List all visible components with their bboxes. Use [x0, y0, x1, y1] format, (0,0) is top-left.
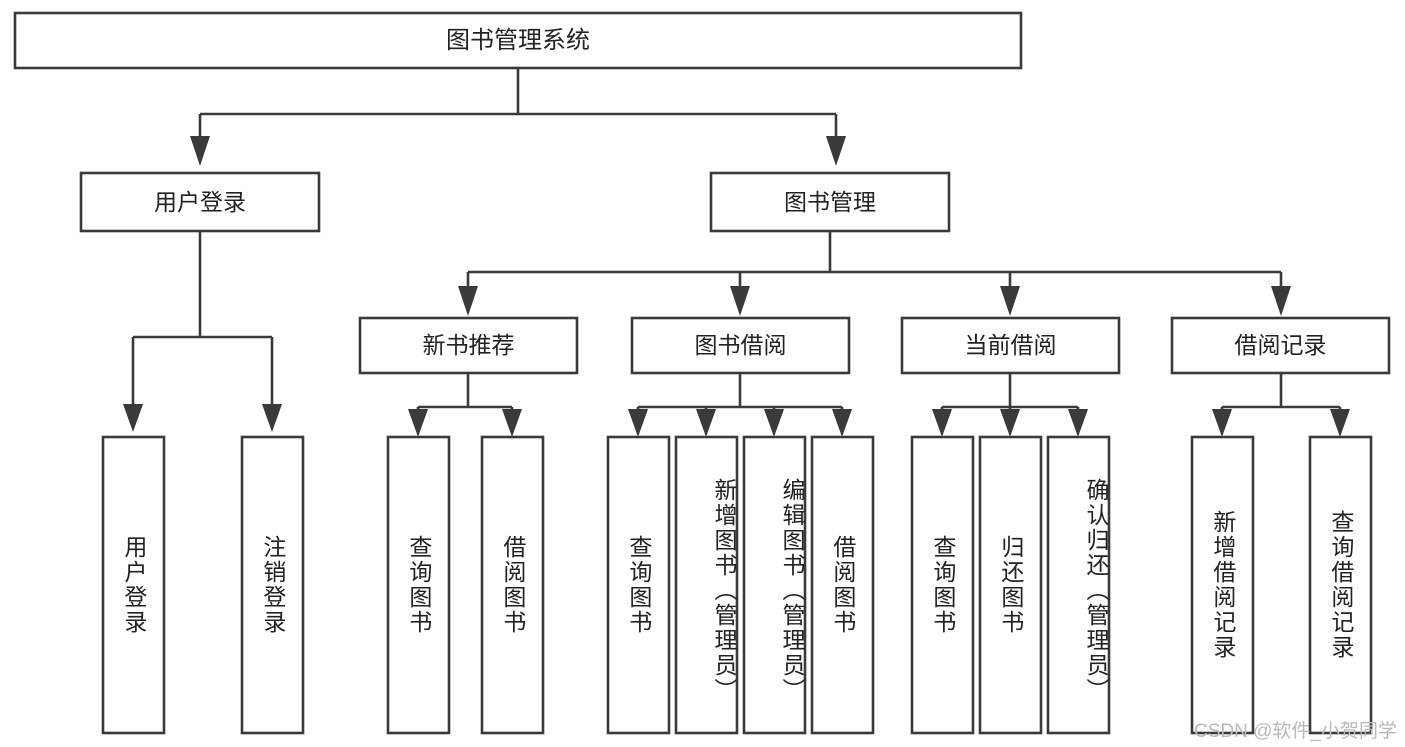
node-current-borrow-box[interactable] — [900, 316, 1121, 375]
node-new-book-recommend-box[interactable] — [358, 316, 579, 375]
connector-root-to-level2 — [198, 68, 838, 138]
node-book-borrow-box[interactable] — [630, 316, 851, 375]
arrowhead-leaf-edit-book — [764, 409, 784, 437]
connector-borrow-record-to-leaves — [1220, 373, 1342, 412]
leaf-query-book-3-box[interactable] — [910, 435, 975, 735]
leaf-user-login-box[interactable] — [101, 435, 166, 735]
leaf-query-book-2-box[interactable] — [606, 435, 671, 735]
connector-new-book-to-leaves — [416, 373, 514, 412]
node-book-manage-box[interactable] — [709, 171, 951, 233]
connector-book-manage-to-level3 — [466, 231, 1283, 288]
leaf-add-book-box[interactable] — [674, 435, 739, 735]
arrowhead-leaf-user-login — [123, 404, 143, 432]
connector-book-borrow-to-leaves — [636, 373, 844, 412]
arrowhead-leaf-logout — [262, 404, 282, 432]
arrowhead-leaf-add-book — [696, 409, 716, 437]
node-user-login-box[interactable] — [79, 171, 321, 233]
leaf-query-book-1-box[interactable] — [386, 435, 451, 735]
leaf-edit-book-box[interactable] — [742, 435, 807, 735]
arrowhead-to-new-book — [458, 286, 478, 316]
arrowhead-leaf-borrow-book-2 — [832, 409, 852, 437]
arrowhead-leaf-query-record — [1330, 409, 1350, 437]
leaf-add-record-box[interactable] — [1190, 435, 1255, 735]
leaf-confirm-return-box[interactable] — [1046, 435, 1111, 735]
node-root-box[interactable] — [13, 11, 1023, 70]
arrowhead-leaf-borrow-book-1 — [502, 409, 522, 437]
arrowhead-leaf-add-record — [1212, 409, 1232, 437]
leaf-query-record-box[interactable] — [1308, 435, 1373, 735]
leaf-logout-box[interactable] — [240, 435, 305, 735]
watermark-text: CSDN @软件_小贺同学 — [1194, 721, 1397, 742]
arrowhead-to-current-borrow — [1000, 286, 1020, 316]
arrowhead-to-borrow-record — [1271, 286, 1291, 316]
connector-current-borrow-to-leaves — [940, 373, 1080, 412]
arrowhead-leaf-return-book — [1000, 409, 1020, 437]
node-borrow-record-box[interactable] — [1170, 316, 1391, 375]
leaf-return-book-box[interactable] — [978, 435, 1043, 735]
arrowhead-leaf-query-book-3 — [932, 409, 952, 437]
arrowhead-to-book-borrow — [730, 286, 750, 316]
connector-user-login-to-leaves — [131, 231, 274, 406]
arrowhead-leaf-query-book-1 — [408, 409, 428, 437]
leaf-borrow-book-1-box[interactable] — [480, 435, 545, 735]
arrowhead-leaf-confirm-return — [1068, 409, 1088, 437]
leaf-borrow-book-2-box[interactable] — [810, 435, 875, 735]
arrowhead-leaf-query-book-2 — [628, 409, 648, 437]
arrowhead-to-book-manage — [826, 136, 846, 166]
arrowhead-to-user-login — [190, 136, 210, 166]
